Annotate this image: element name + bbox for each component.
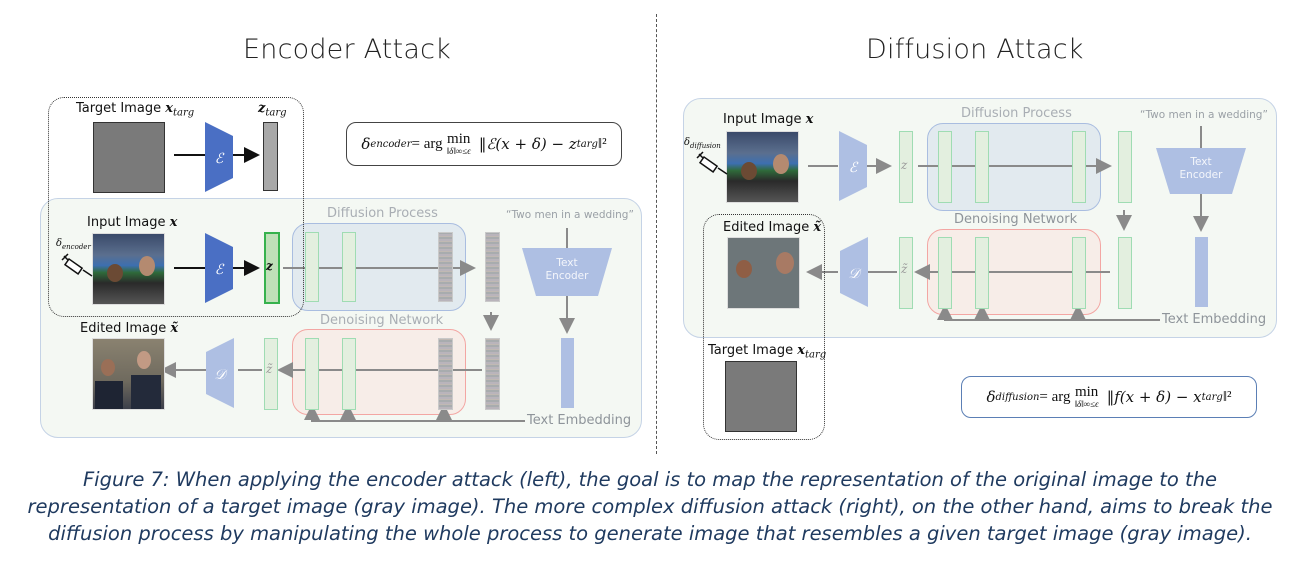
right-edited-image-label: Edited Image x̃ <box>723 220 822 235</box>
diffusion-attack-focus-box <box>703 214 825 440</box>
left-denoising-network-box <box>292 329 466 415</box>
left-prompt-text: “Two men in a wedding” <box>506 209 634 221</box>
left-denoising-network-label: Denoising Network <box>320 313 444 328</box>
caption-line: Figure 7: When applying the encoder atta… <box>82 468 1218 491</box>
left-text-embedding-vector <box>561 338 574 408</box>
z-latent <box>264 232 280 304</box>
left-diffusion-process-label: Diffusion Process <box>327 206 438 221</box>
z-targ-latent <box>263 122 278 191</box>
left-diffusion-step <box>305 232 319 302</box>
right-text-encoder <box>1156 148 1246 194</box>
right-denoise-step <box>975 237 989 309</box>
left-diffusion-step <box>342 232 356 302</box>
svg-text:ℰ: ℰ <box>849 160 859 176</box>
left-edited-image-label: Edited Image x̃ <box>80 321 179 336</box>
right-z-label: z <box>901 158 908 172</box>
right-edited-photo <box>727 237 800 309</box>
delta-diffusion-label: δdiffusion <box>684 137 721 150</box>
left-text-encoder-label: Text Encoder <box>545 257 589 282</box>
text-embedding-feed-line <box>944 312 1160 321</box>
left-diffusion-step-noisy <box>438 232 453 302</box>
right-denoise-step <box>938 237 952 309</box>
z-targ-label: ztarg <box>258 101 287 119</box>
left-text-embedding-label: Text Embedding <box>527 413 632 428</box>
right-z-tilde-latent <box>899 237 913 309</box>
right-z-tilde-label: z̃ <box>901 262 908 276</box>
left-denoise-step-noisy <box>438 338 453 410</box>
svg-text:ℰ: ℰ <box>215 262 225 278</box>
left-denoise-input-noisy <box>485 338 500 410</box>
svg-text:ℰ: ℰ <box>215 151 225 167</box>
right-diffusion-step <box>1072 131 1086 203</box>
encoder-attack-title: Encoder Attack <box>243 34 451 65</box>
right-denoising-network-label: Denoising Network <box>954 212 1078 227</box>
figure-caption: Figure 7: When applying the encoder atta… <box>0 466 1300 547</box>
diffusion-attack-title: Diffusion Attack <box>866 34 1084 65</box>
left-z-tilde-latent <box>264 338 278 410</box>
syringe-icon <box>61 253 93 277</box>
left-target-gray-image <box>93 122 165 193</box>
right-denoise-input <box>1118 237 1132 309</box>
right-encoder-icon: ℰ <box>839 131 867 201</box>
syringe-icon <box>696 151 728 175</box>
left-denoise-step <box>342 338 356 410</box>
left-input-encoder-icon: ℰ <box>205 233 233 303</box>
right-noise-latent <box>1118 131 1132 203</box>
left-edited-photo <box>92 338 165 410</box>
svg-text:𝒟: 𝒟 <box>214 367 228 383</box>
left-z-tilde-label: z̃ <box>266 362 273 376</box>
left-input-photo <box>92 233 165 305</box>
right-input-image-label: Input Image x <box>723 112 814 127</box>
left-text-encoder <box>522 248 612 296</box>
right-target-gray-image <box>725 361 797 432</box>
left-denoise-step <box>305 338 319 410</box>
right-diffusion-process-label: Diffusion Process <box>961 106 1072 121</box>
encoder-attack-focus-box <box>48 97 304 317</box>
left-noise-latent <box>485 232 500 302</box>
right-decoder-icon: 𝒟 <box>840 237 868 307</box>
right-z-latent <box>899 131 913 203</box>
delta-encoder-label: δencoder <box>56 238 91 251</box>
svg-text:𝒟: 𝒟 <box>848 266 862 282</box>
right-diffusion-step <box>938 131 952 203</box>
left-target-encoder-icon: ℰ <box>205 122 233 192</box>
left-target-image-label: Target Image xtarg <box>76 101 195 119</box>
right-text-embedding-label: Text Embedding <box>1162 312 1267 327</box>
right-prompt-text: “Two men in a wedding” <box>1140 109 1268 121</box>
left-decoder-icon: 𝒟 <box>206 338 234 408</box>
z-label: z <box>266 259 273 273</box>
right-text-embedding-vector <box>1195 237 1208 307</box>
caption-line: representation of a target image (gray i… <box>27 495 1273 518</box>
right-text-encoder-label: Text Encoder <box>1179 156 1223 181</box>
right-target-image-label: Target Image xtarg <box>708 343 827 361</box>
right-denoise-step <box>1072 237 1086 309</box>
right-diffusion-step <box>975 131 989 203</box>
section-divider <box>656 14 657 454</box>
left-input-image-label: Input Image x <box>87 215 178 230</box>
caption-line: diffusion process by manipulating the wh… <box>48 522 1252 545</box>
right-input-photo <box>726 131 799 203</box>
